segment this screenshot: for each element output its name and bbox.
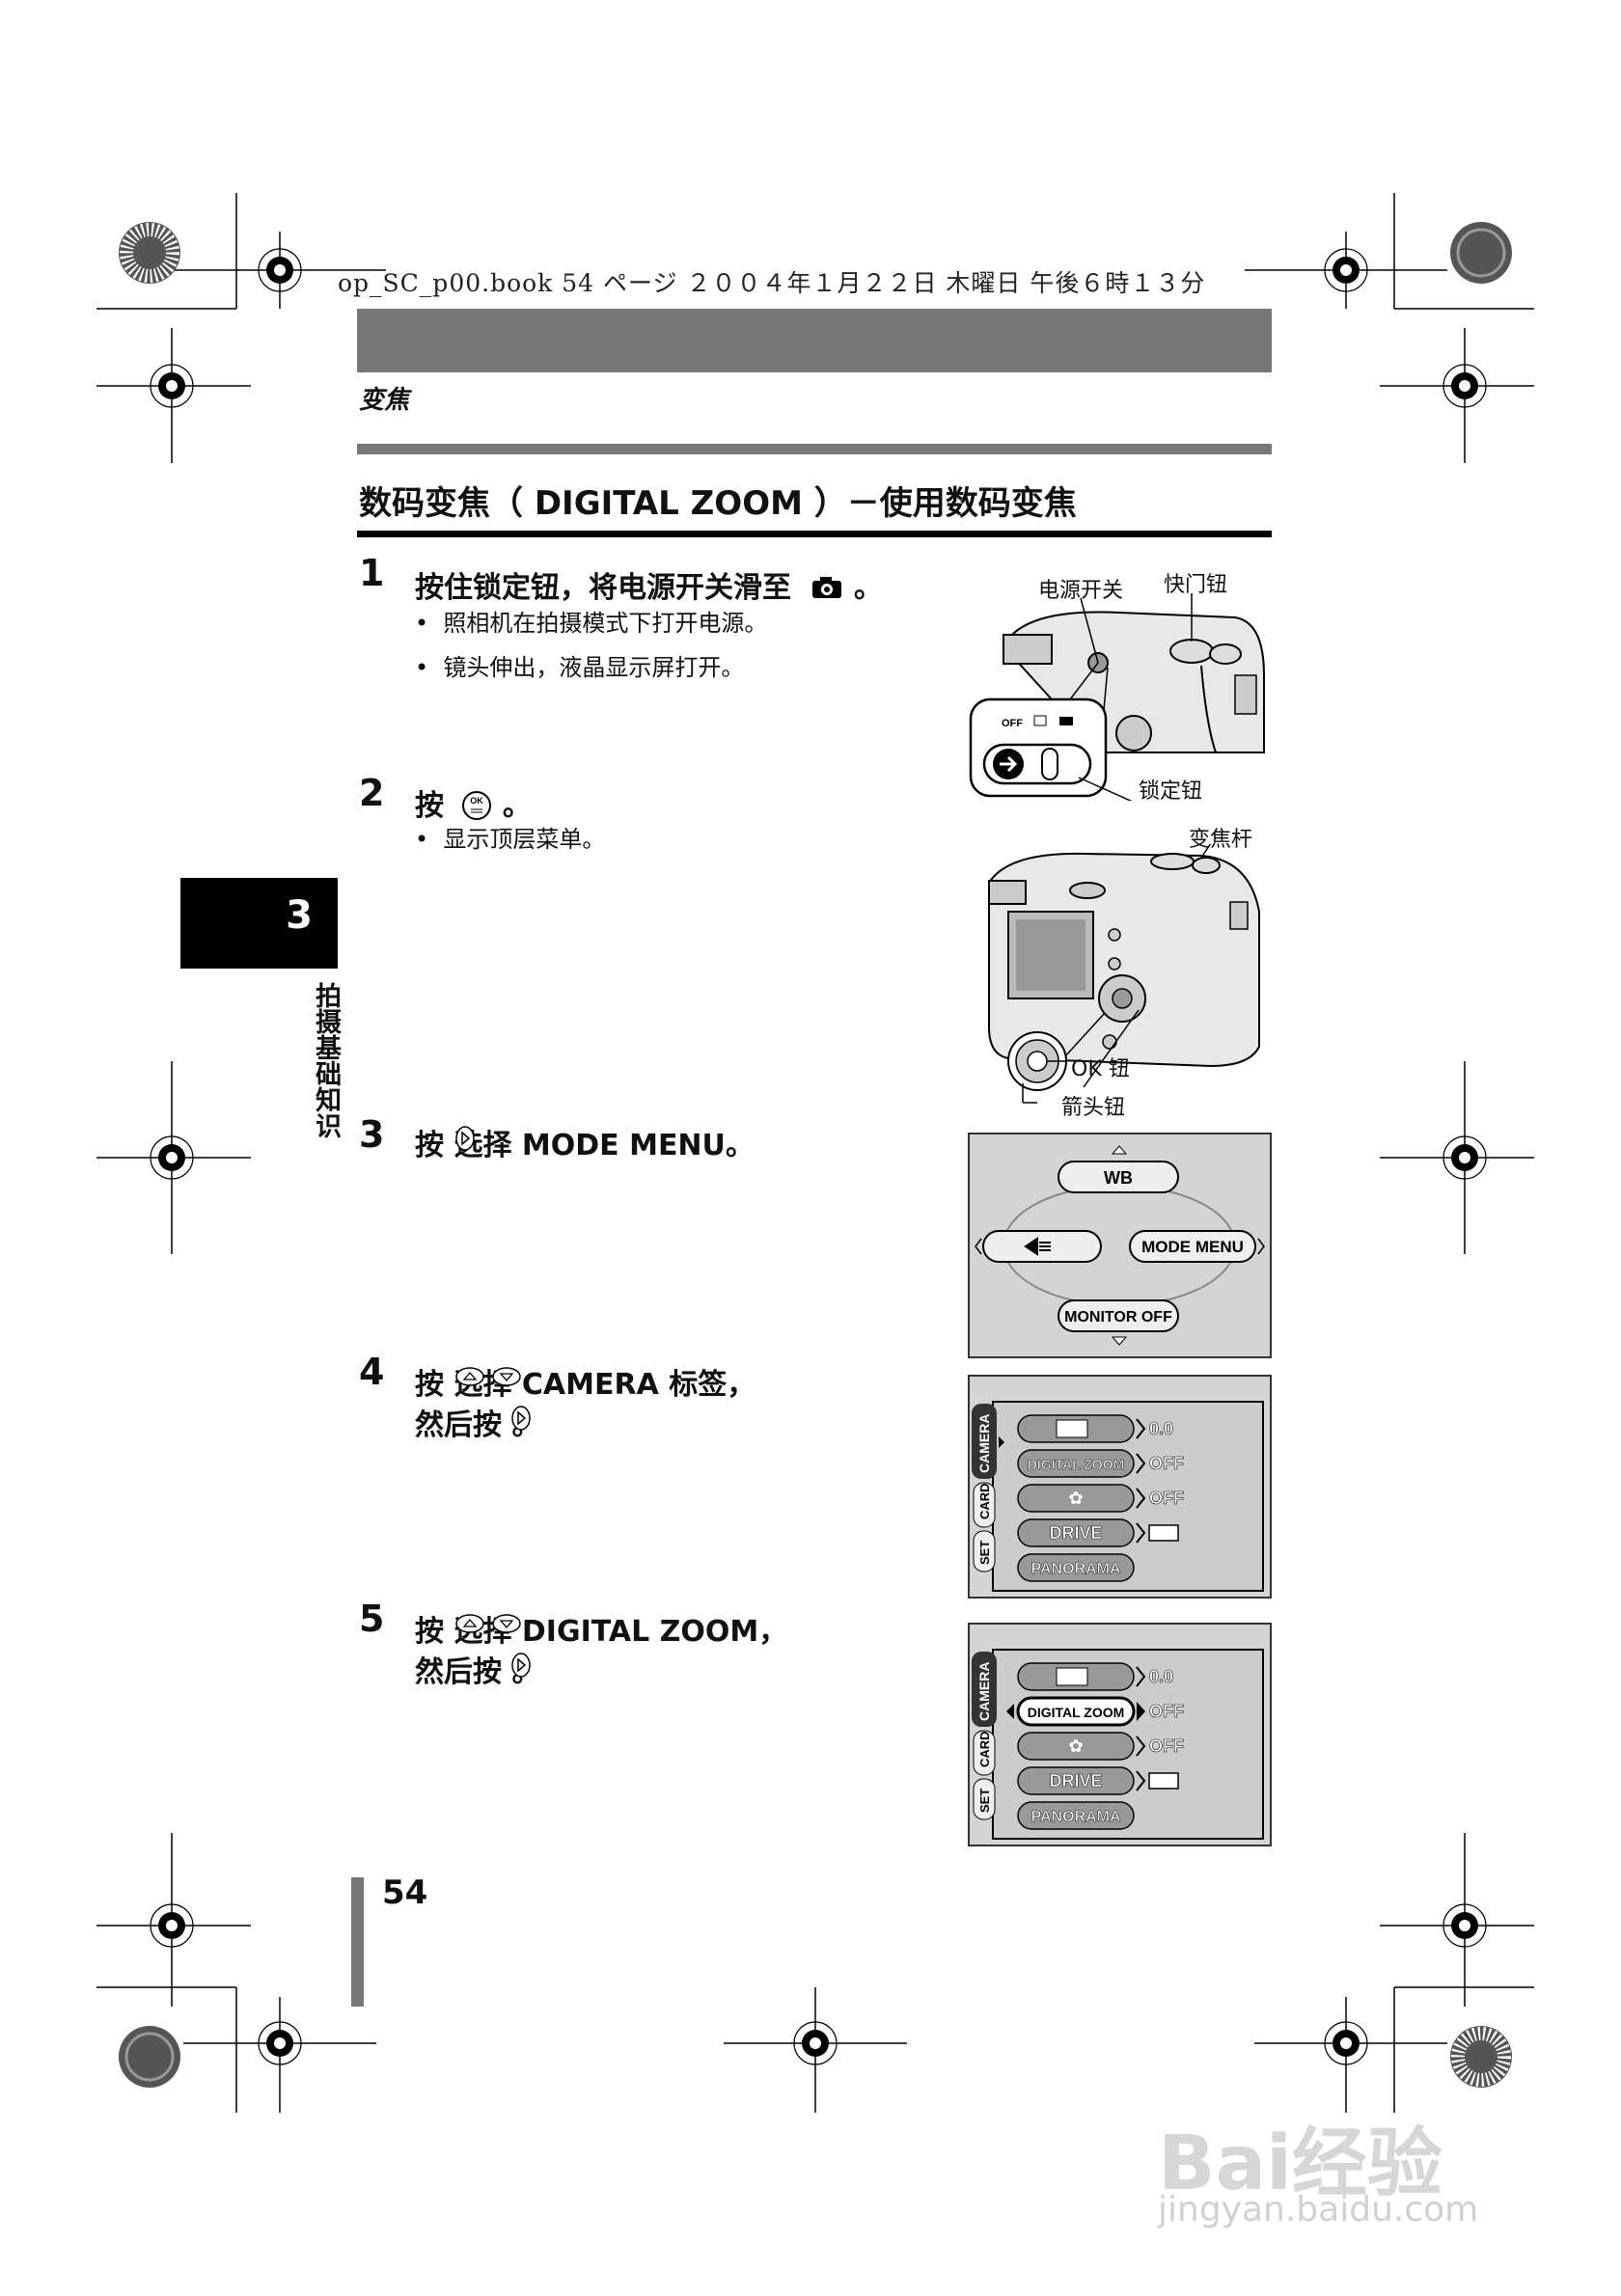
step-1-period: 。 (853, 571, 883, 605)
step-1-bullet-2: • 镜头伸出，液晶显示屏打开。 (415, 654, 745, 681)
row-2-label-selected: DIGITAL ZOOM (1028, 1705, 1125, 1720)
camera-rear-illustration (988, 844, 1260, 1104)
section-rule (357, 444, 1272, 454)
tab-set: SET (977, 1789, 992, 1813)
digital-zoom-diagram: CAMERA CARD SET 0.0 DIGITAL ZOOM OFF ✿ O… (972, 1649, 1264, 1840)
row-4-label: DRIVE (1049, 1771, 1102, 1790)
page-number: 54 (382, 1873, 428, 1912)
step-5-number: 5 (359, 1598, 385, 1640)
up-down-arrow-icon (455, 1614, 521, 1633)
right-arrow-icon (455, 1126, 475, 1151)
section-label: 变焦 (359, 386, 410, 415)
digital-zoom-screen: CAMERA CARD SET 0.0 DIGITAL ZOOM OFF ✿ O… (968, 1623, 1272, 1846)
watermark-brand: Bai经验 (1158, 2120, 1442, 2207)
power-switch-callout: 电源开关 (1038, 579, 1124, 603)
step-3-number: 3 (359, 1113, 385, 1156)
step-2-bullet-1: • 显示顶层菜单。 (415, 826, 606, 853)
menu-bottom-label: MONITOR OFF (1064, 1309, 1172, 1326)
row-2-label: DIGITAL ZOOM (1028, 1457, 1125, 1472)
row-2-value: OFF (1149, 1702, 1184, 1721)
arrow-button-callout: 箭头钮 (1061, 1096, 1126, 1120)
chapter-label: 拍摄基础知识 (311, 982, 341, 1138)
row-4-label: DRIVE (1049, 1523, 1102, 1543)
row-2-value: OFF (1149, 1454, 1184, 1473)
step-1-number: 1 (359, 552, 385, 594)
step-2-bullet-1-text: 显示顶层菜单。 (443, 826, 606, 853)
macro-icon: ✿ (1068, 1489, 1083, 1508)
shutter-callout: 快门钮 (1164, 573, 1228, 597)
step-2-label: 按 (415, 789, 444, 823)
step-1-bullet-1-text: 照相机在拍摄模式下打开电源。 (443, 610, 768, 637)
file-header: op_SC_p00.book 54 ページ ２００４年１月２２日 木曜日 午後６… (338, 269, 1206, 297)
row-1-value: 0.0 (1149, 1667, 1173, 1686)
step-1-text: 按住锁定钮，将电源开关滑至 。 (415, 563, 883, 606)
tab-camera: CAMERA (976, 1662, 992, 1721)
camera-menu-diagram: CAMERA CARD SET 0.0 DIGITAL ZOOM OFF ✿ O… (972, 1401, 1264, 1592)
up-down-arrow-icon (455, 1367, 521, 1386)
row-5-label: PANORAMA (1030, 1561, 1120, 1577)
title-rule (357, 531, 1272, 537)
right-arrow-icon (511, 1406, 531, 1431)
step-1-bullet-1: • 照相机在拍摄模式下打开电源。 (415, 610, 768, 637)
top-menu-diagram: WB MODE MENU MONITOR OFF (975, 1145, 1265, 1346)
row-5-label: PANORAMA (1030, 1809, 1120, 1825)
header-band (357, 309, 1272, 372)
camera-menu-screen: CAMERA CARD SET 0.0 DIGITAL ZOOM OFF ✿ O… (968, 1375, 1272, 1599)
tab-card: CARD (977, 1731, 992, 1767)
step-1-label: 按住锁定钮，将电源开关滑至 (415, 571, 791, 605)
ok-button-callout: OK 钮 (1071, 1057, 1130, 1081)
step-2-text: 按 OK 。 (415, 781, 532, 824)
svg-text:OK: OK (471, 796, 484, 806)
page-title: 数码变焦（ DIGITAL ZOOM ）－使用数码变焦 (359, 484, 1077, 523)
top-menu-screen: WB MODE MENU MONITOR OFF (968, 1133, 1272, 1358)
macro-icon: ✿ (1068, 1736, 1083, 1756)
row-3-value: OFF (1149, 1736, 1184, 1756)
right-arrow-icon (511, 1653, 531, 1678)
step-2-number: 2 (359, 772, 385, 814)
switch-off-label: OFF (1002, 718, 1023, 729)
step-4-number: 4 (359, 1351, 385, 1393)
row-1-value: 0.0 (1149, 1419, 1173, 1438)
menu-right-label: MODE MENU (1141, 1238, 1244, 1256)
lock-button-callout: 锁定钮 (1139, 779, 1203, 804)
camera-top-illustration: OFF (969, 593, 1265, 801)
zoom-lever-callout: 变焦杆 (1189, 828, 1253, 852)
menu-rows: 0.0 DIGITAL ZOOM OFF ✿ OFF DRIVE PANORAM… (1017, 1414, 1184, 1582)
quality-icon (1024, 1237, 1051, 1256)
watermark-url: jingyan.baidu.com (1158, 2190, 1479, 2229)
ok-button-icon: OK (462, 791, 492, 820)
chapter-tab: 3 (180, 878, 338, 969)
tab-camera: CAMERA (976, 1414, 992, 1473)
step-2-period: 。 (502, 789, 532, 823)
page-number-bar (351, 1877, 364, 2007)
tab-set: SET (977, 1541, 992, 1565)
camera-mode-icon (812, 577, 842, 598)
tab-card: CARD (977, 1483, 992, 1519)
menu-top-label: WB (1104, 1168, 1133, 1188)
row-3-value: OFF (1149, 1489, 1184, 1508)
step-1-bullet-2-text: 镜头伸出，液晶显示屏打开。 (443, 654, 745, 681)
